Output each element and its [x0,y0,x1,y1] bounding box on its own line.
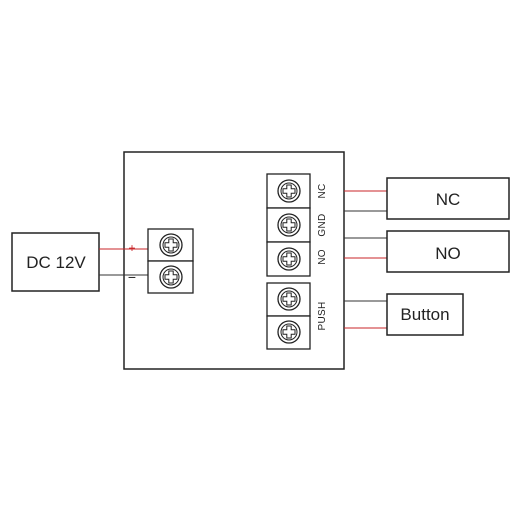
relay-terminal-block [266,173,311,277]
terminal-label-nc: NC [317,183,328,198]
no-output-box [386,230,510,273]
nc-output-label: NC [436,190,461,209]
no-output-label: NO [435,244,461,263]
terminal-label-push: PUSH [317,302,328,331]
positive-sign: + [128,241,135,255]
screw-icon [159,265,183,289]
screw-icon [277,179,301,203]
power-terminal-block [147,228,194,294]
negative-sign: − [128,269,136,285]
button-label: Button [400,305,449,324]
push-terminal-block [266,282,311,350]
screw-icon [277,320,301,344]
power-supply-label: DC 12V [26,253,86,272]
terminal-label-no: NO [317,249,328,265]
screw-icon [277,213,301,237]
screw-icon [277,247,301,271]
screw-icon [277,287,301,311]
button-box [386,293,464,336]
screw-icon [159,233,183,257]
nc-output-box [386,177,510,220]
terminal-label-gnd: GND [317,213,328,236]
power-supply-box [11,232,100,292]
